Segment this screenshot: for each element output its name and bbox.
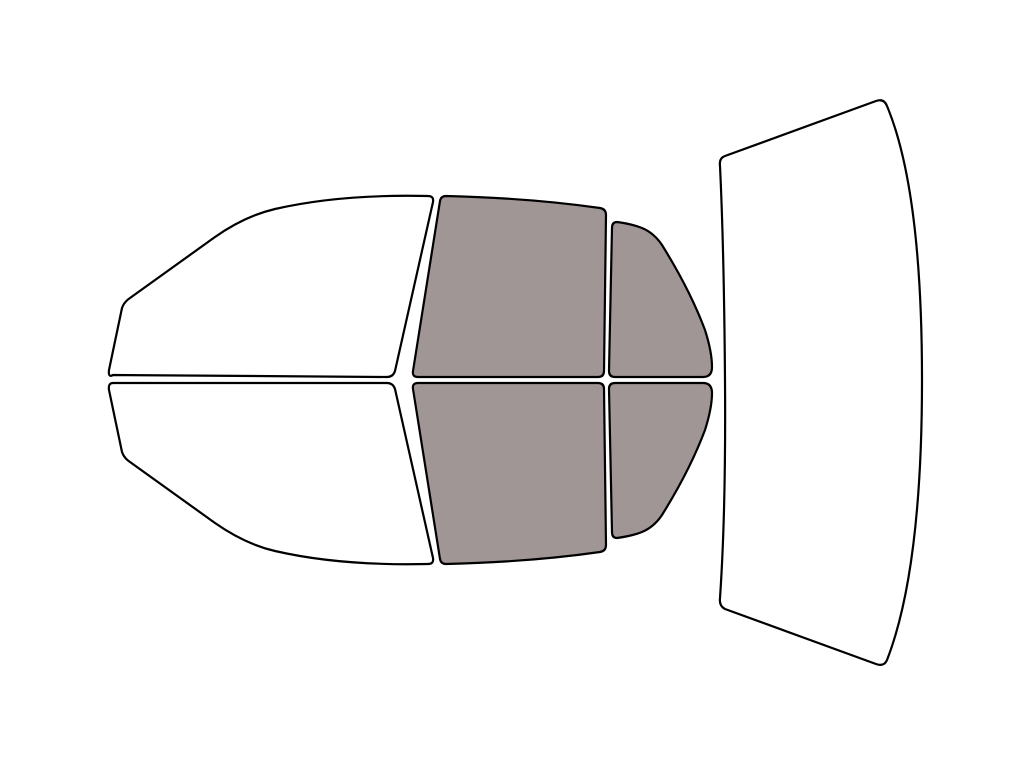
front-lower-door-window — [107, 381, 435, 566]
rear-lower-quarter-window — [607, 381, 714, 540]
rear-windshield — [718, 99, 924, 666]
rear-upper-door-window — [411, 194, 608, 379]
rear-upper-quarter-window — [607, 220, 714, 379]
front-upper-door-window — [107, 194, 435, 379]
rear-lower-door-window — [411, 381, 608, 566]
